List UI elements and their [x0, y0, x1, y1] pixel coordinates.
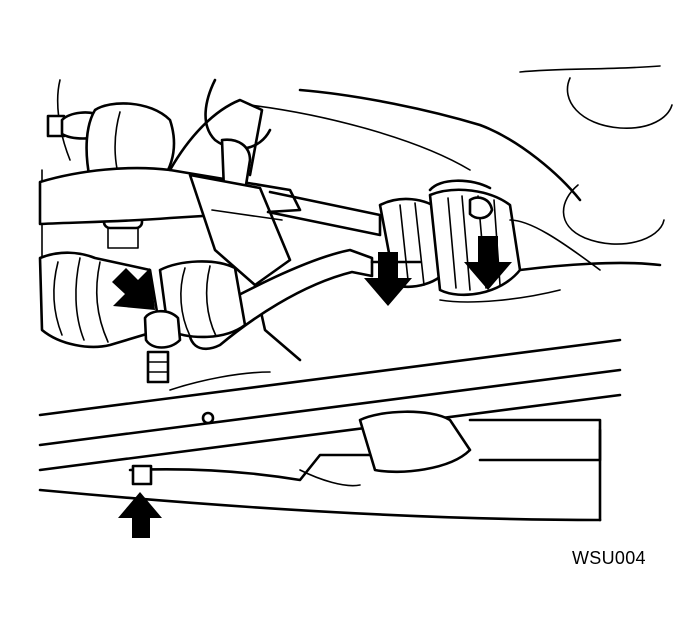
upper-body-outline — [41, 65, 673, 301]
boot-clamp-arrow-right — [464, 236, 512, 290]
lower-chassis — [38, 410, 602, 522]
ball-joint-nut — [143, 309, 182, 384]
mounting-bolt-arrow-bottom — [118, 492, 162, 538]
boot-clamp-arrow-center — [364, 252, 412, 306]
boot-clamp-arrow-left — [112, 268, 155, 310]
steering-rack — [266, 179, 662, 303]
suspension-arm — [38, 98, 302, 362]
figure-code-label: WSU004 — [572, 548, 646, 568]
front-crossmember — [38, 338, 622, 472]
